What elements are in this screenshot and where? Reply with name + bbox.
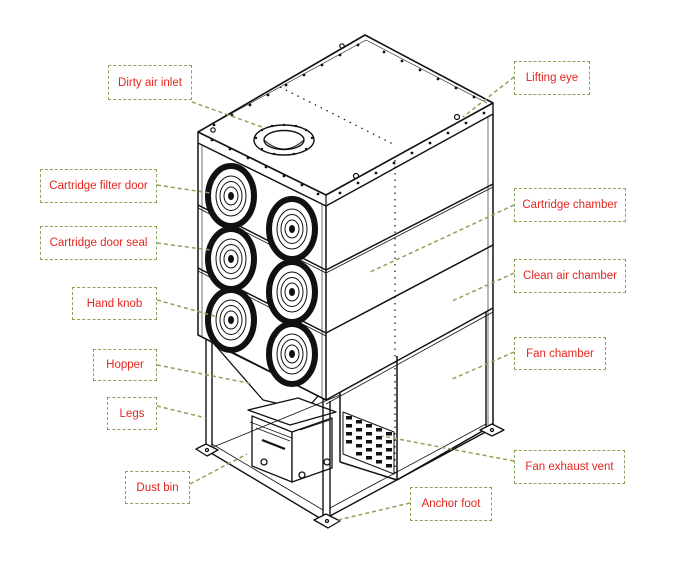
filter-door-5 [205, 287, 257, 353]
filter-door-3 [205, 226, 257, 292]
label-fan-exhaust-vent: Fan exhaust vent [514, 450, 625, 484]
leader-dirty-air-inlet [191, 101, 263, 128]
filter-door-2 [266, 196, 318, 262]
legs-frame [205, 312, 494, 521]
label-dirty-air-inlet: Dirty air inlet [108, 65, 192, 100]
leader-fan-exhaust-vent [381, 435, 515, 462]
leader-lines [156, 76, 515, 521]
leader-cartridge-door-seal [156, 242, 211, 251]
label-cartridge-chamber: Cartridge chamber [514, 188, 626, 222]
filter-door-1 [205, 163, 257, 229]
label-cartridge-door-seal: Cartridge door seal [40, 226, 157, 260]
label-fan-chamber: Fan chamber [514, 337, 606, 370]
leader-legs [156, 405, 207, 419]
leader-anchor-foot [337, 502, 411, 521]
leader-lifting-eye [462, 76, 515, 118]
leader-hopper [156, 364, 254, 385]
leader-cartridge-chamber [367, 204, 515, 274]
filter-door-4 [266, 259, 318, 325]
leader-clean-air-chamber [449, 272, 515, 303]
label-hand-knob: Hand knob [72, 287, 157, 320]
dust-bin [247, 397, 337, 483]
label-cartridge-filter-door: Cartridge filter door [40, 169, 157, 203]
right-face [325, 114, 494, 480]
filter-door-6 [266, 321, 318, 387]
label-legs: Legs [107, 397, 157, 430]
exhaust-vent-grille [342, 411, 395, 475]
inlet-flange [253, 123, 315, 156]
label-clean-air-chamber: Clean air chamber [514, 259, 626, 293]
leader-cartridge-filter-door [156, 184, 211, 194]
lifting-eyes [210, 43, 461, 180]
label-dust-bin: Dust bin [125, 471, 190, 504]
label-hopper: Hopper [93, 349, 157, 381]
label-anchor-foot: Anchor foot [410, 487, 492, 521]
leader-fan-chamber [449, 351, 515, 381]
leader-dust-bin [189, 453, 248, 485]
filter-doors [205, 163, 318, 387]
leader-hand-knob [156, 299, 219, 318]
label-lifting-eye: Lifting eye [514, 61, 590, 95]
anchor-feet [195, 423, 505, 529]
